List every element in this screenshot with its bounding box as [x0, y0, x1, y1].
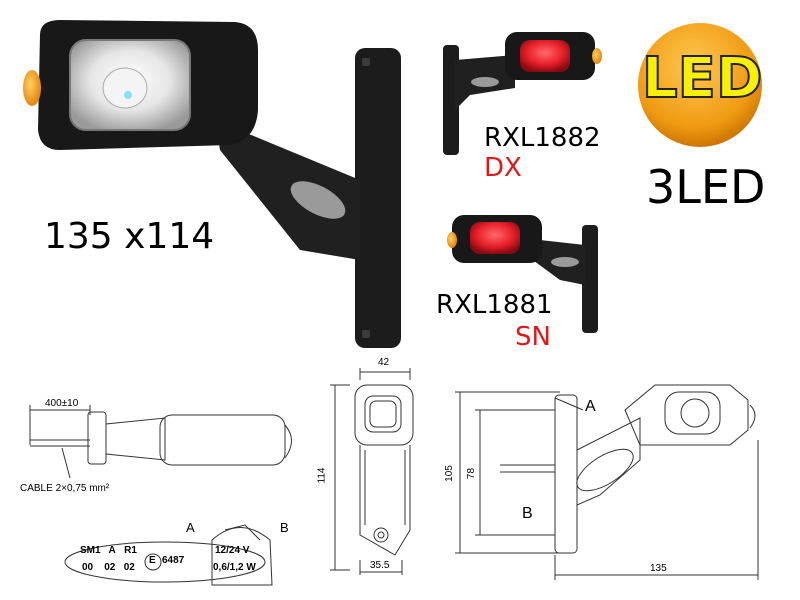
side-view-drawing: [29, 405, 292, 479]
marking-a-r2c1: 00: [82, 562, 94, 573]
rxl1881-code: RXL1881: [436, 290, 553, 320]
marking-a-r1c1: SM1: [80, 545, 101, 556]
profile-label-b: B: [522, 505, 533, 522]
profile-length-label: 135: [650, 563, 667, 574]
marking-a-r1c3: R1: [124, 545, 137, 556]
approval-number: 6487: [162, 555, 185, 566]
marking-a-r2c2: 02: [104, 562, 116, 573]
rxl1881-photo: [447, 215, 598, 333]
profile-label-a: A: [585, 398, 596, 415]
marking-a-r2c3: 02: [123, 562, 135, 573]
led-badge-circle: [638, 23, 762, 147]
dimensions-label: 135 x114: [44, 216, 215, 257]
three-led-text: 3LED: [646, 160, 766, 214]
cable-length-label: 400±10: [45, 398, 79, 409]
profile-height-inner-label: 78: [466, 467, 478, 480]
marking-a-r1c2: A: [108, 545, 116, 556]
marking-b-drawing: [211, 524, 273, 586]
profile-view-drawing: [455, 384, 759, 580]
led-badge-text: LED: [641, 45, 763, 112]
rxl1881-side: SN: [515, 322, 551, 352]
rxl1882-side: DX: [484, 153, 522, 183]
profile-height-outer-label: 105: [443, 465, 455, 482]
marking-a-row2: 00 02 02: [82, 562, 135, 573]
rxl1882-code: RXL1882: [484, 123, 601, 153]
technical-drawings: [29, 368, 759, 586]
marking-b-label: B: [280, 520, 289, 535]
approval-mark: E: [149, 555, 156, 566]
front-base-label: 35.5: [370, 560, 390, 571]
front-view-drawing: [330, 368, 414, 575]
marking-a-label: A: [186, 520, 195, 535]
rxl1882-photo: [443, 32, 602, 155]
front-width-label: 42: [378, 357, 390, 368]
front-height-label: 114: [316, 467, 328, 484]
marking-b-line2: 0,6/1,2 W: [213, 562, 256, 573]
marking-a-drawing: [64, 541, 266, 583]
cable-spec-label: CABLE 2×0,75 mm²: [20, 483, 110, 494]
marking-b-line1: 12/24 V: [215, 545, 250, 556]
marking-a-row1: SM1 A R1: [80, 545, 137, 556]
main-lamp-photo: [23, 20, 401, 348]
